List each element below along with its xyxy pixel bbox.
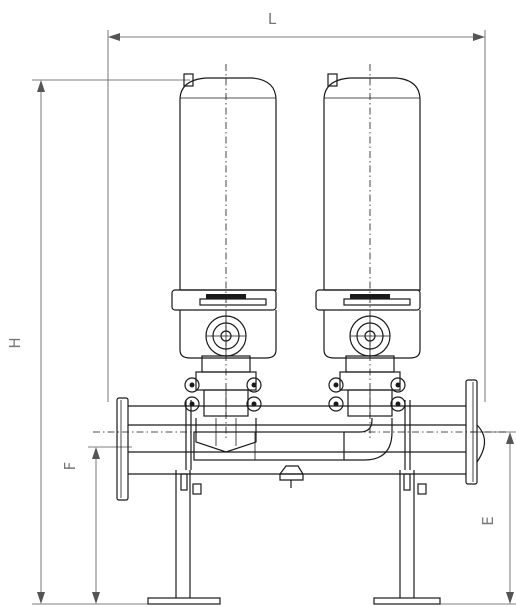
dimension-label-H: H bbox=[6, 337, 24, 348]
center-lines bbox=[93, 64, 508, 440]
support-stand-left bbox=[147, 470, 221, 605]
dimension-E: E bbox=[420, 431, 516, 605]
dimension-label-E: E bbox=[479, 516, 497, 525]
dimension-L: L bbox=[107, 10, 486, 402]
dimension-H: H bbox=[6, 79, 190, 605]
manifold-pipe bbox=[116, 379, 486, 501]
filter-unit-right bbox=[315, 73, 421, 417]
support-stand-right bbox=[373, 470, 441, 605]
dimension-label-L: L bbox=[268, 10, 277, 28]
dimension-label-F: F bbox=[61, 462, 79, 471]
filter-unit-left bbox=[171, 73, 277, 417]
dimension-F: F bbox=[61, 446, 132, 604]
